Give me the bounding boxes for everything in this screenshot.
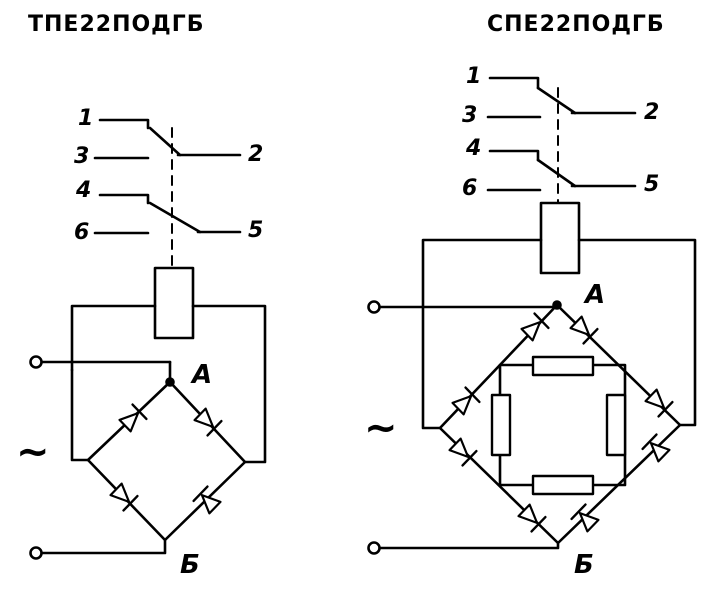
left-terminal-top[interactable] [29,355,43,369]
left-title: ТПЕ22ПОДГБ [28,12,205,37]
right-contact-group-upper [486,76,637,119]
left-diode-4 [192,485,222,515]
right-resistor-top [531,355,595,377]
right-contact-group-lower [486,149,637,192]
right-ac-symbol: ~ [364,405,398,451]
right-terminal-top[interactable] [367,300,381,314]
right-diode-2 [569,315,599,345]
right-contact-label-1: 1 [466,64,482,89]
right-contact-label-2: 2 [644,100,660,125]
left-relay-coil [153,266,195,340]
right-terminal-bottom[interactable] [367,541,381,555]
left-node-b-label: Б [180,550,200,580]
right-contact-label-5: 5 [644,172,660,197]
left-diode-3 [109,482,139,512]
left-node-a-label: А [192,360,213,390]
right-diode-4 [644,388,674,418]
left-terminal-bottom[interactable] [29,546,43,560]
right-diode-1 [520,312,550,342]
right-diode-bridge [438,303,682,545]
left-contact-label-3: 3 [74,144,90,169]
left-contact-group-upper [93,118,242,160]
right-resistor-right [605,393,627,457]
right-resistor-bottom [531,474,595,496]
right-contact-label-6: 6 [462,176,478,201]
left-diode-2 [193,407,223,437]
left-contact-label-5: 5 [248,218,264,243]
right-title: СПЕ22ПОДГБ [487,12,665,37]
right-resistor-left [490,393,512,457]
left-contact-group-lower [93,193,242,235]
left-diode-1 [118,403,148,433]
left-diode-bridge [86,380,247,542]
right-relay-coil [539,201,581,275]
right-contact-label-4: 4 [466,136,482,161]
right-diode-7 [517,503,547,533]
right-schematic [367,76,697,555]
right-diode-3 [451,386,481,416]
left-schematic [29,118,267,560]
right-diode-6 [641,433,671,463]
left-contact-label-1: 1 [78,106,94,131]
left-contact-label-2: 2 [248,142,264,167]
left-ac-symbol: ~ [16,429,50,475]
right-diode-5 [448,437,478,467]
right-contact-label-3: 3 [462,103,478,128]
right-node-b-label: Б [574,550,594,580]
left-contact-label-6: 6 [74,220,90,245]
right-node-a-label: А [585,280,606,310]
right-diode-8 [570,503,600,533]
left-contact-label-4: 4 [76,178,92,203]
